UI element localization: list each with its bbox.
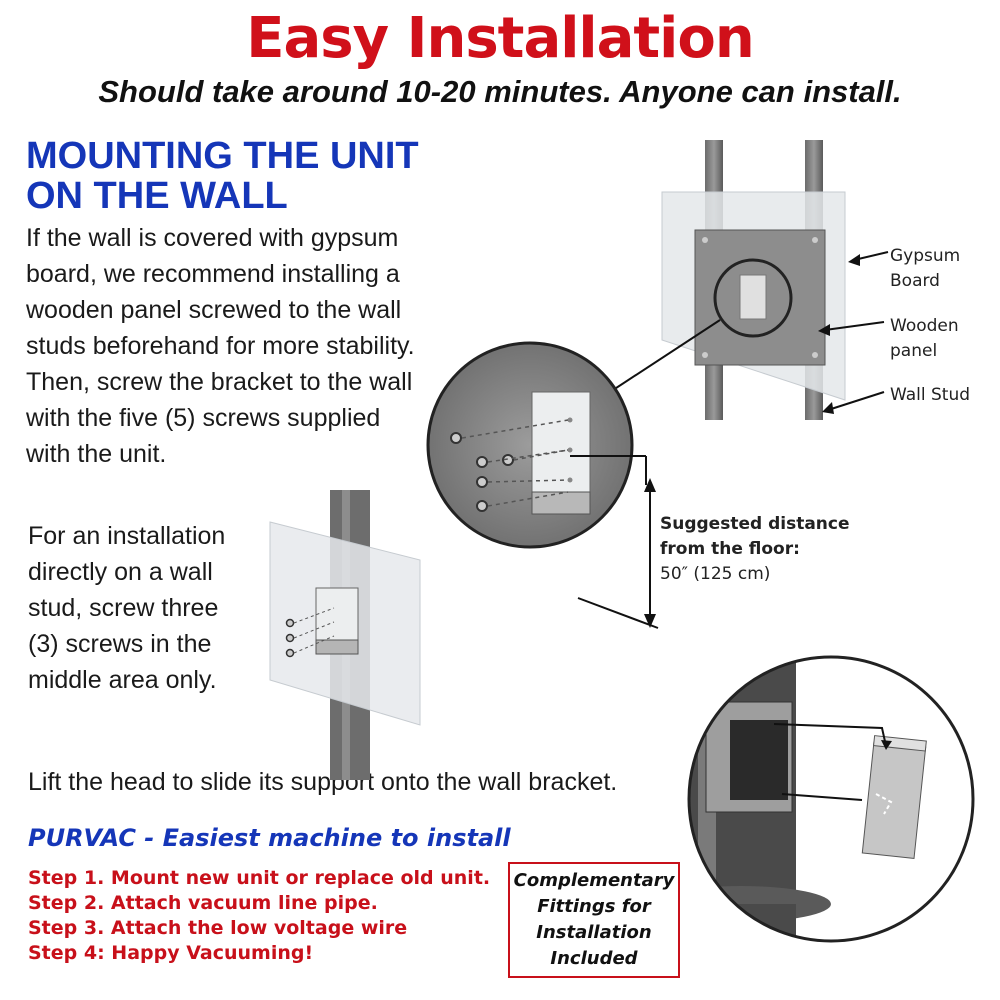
step-item: Step 1. Mount new unit or replace old un… — [28, 867, 491, 889]
label-wooden-line1: Wooden — [890, 316, 959, 336]
fittings-line4: Included — [550, 948, 638, 969]
bracket-detail-small — [713, 258, 793, 338]
installation-steps: Step 1. Mount new unit or replace old un… — [28, 866, 490, 966]
fittings-line1: Complementary — [513, 870, 675, 891]
label-gypsum-line1: Gypsum — [890, 246, 961, 266]
wall-mount-illustration — [426, 140, 889, 629]
head-bracket-illustration — [687, 655, 975, 943]
wall-mount-diagram: Gypsum Board Wooden panel Wall Stud Sugg… — [420, 130, 1000, 650]
mounting-heading: MOUNTING THE UNIT ON THE WALL — [26, 136, 446, 216]
step-item: Step 2. Attach vacuum line pipe. — [28, 892, 378, 914]
step-item: Step 3. Attach the low voltage wire — [28, 917, 408, 939]
fittings-line3: Installation — [536, 922, 652, 943]
fittings-line2: Fittings for — [537, 896, 651, 917]
stud-mount-diagram — [262, 490, 432, 780]
label-wooden-panel: Wooden panel — [890, 314, 959, 364]
label-wall-stud: Wall Stud — [890, 385, 971, 405]
wooden-panel — [694, 229, 826, 366]
fittings-text: Complementary Fittings for Installation … — [514, 868, 675, 972]
page-title: Easy Installation — [246, 6, 754, 71]
label-wooden-line2: panel — [890, 341, 938, 361]
bracket-detail-large — [426, 341, 634, 549]
label-distance-value: 50″ (125 cm) — [660, 564, 771, 584]
stud-instructions: For an installation directly on a wall s… — [28, 522, 226, 694]
fittings-included-box: Complementary Fittings for Installation … — [508, 862, 680, 978]
label-gypsum-line2: Board — [890, 271, 940, 291]
label-gypsum-board: Gypsum Board — [890, 244, 960, 294]
purvac-tagline: PURVAC - Easiest machine to install — [28, 824, 511, 852]
page-subtitle: Should take around 10-20 minutes. Anyone… — [98, 74, 902, 109]
label-distance-line2: from the floor: — [660, 539, 800, 559]
head-support-bracket — [861, 741, 927, 859]
label-suggested-distance: Suggested distance from the floor: 50″ (… — [660, 512, 850, 587]
floor-line — [577, 597, 659, 629]
lift-instructions: Lift the head to slide its support onto … — [28, 768, 618, 796]
mounting-heading-line1: MOUNTING THE UNIT — [26, 135, 419, 177]
screws — [450, 432, 514, 512]
head-bracket-diagram — [686, 654, 976, 944]
gypsum-instructions: If the wall is covered with gypsum board… — [26, 224, 415, 468]
step-item: Step 4: Happy Vacuuming! — [28, 942, 314, 964]
stud-mount-illustration — [269, 490, 421, 780]
mounting-heading-line2: ON THE WALL — [26, 175, 288, 217]
label-distance-line1: Suggested distance — [660, 514, 850, 534]
